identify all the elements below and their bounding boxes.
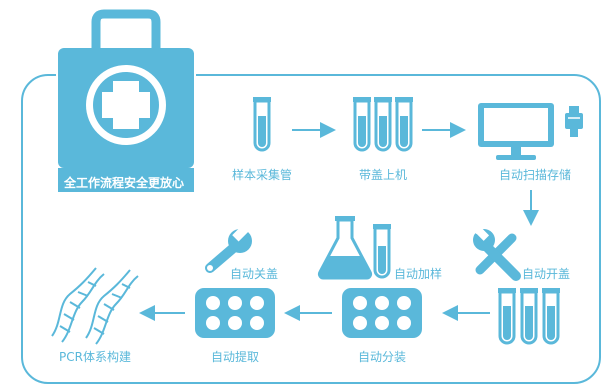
dna-helix-icon — [51, 267, 139, 345]
step-label-auto-extraction: 自动提取 — [210, 350, 260, 364]
well-plate-icon — [342, 288, 422, 338]
step-label-auto-uncap: 自动开盖 — [522, 267, 571, 281]
well-plate-icon — [195, 288, 275, 338]
wrench-screwdriver-icon — [473, 226, 521, 281]
wrench-icon — [205, 225, 252, 273]
step-label-auto-scan-store: 自动扫描存储 — [498, 168, 572, 182]
flask-tube-icon — [317, 216, 391, 280]
three-test-tubes-icon — [353, 97, 413, 152]
monitor-scanner-icon — [478, 103, 583, 160]
test-tube-icon — [253, 97, 271, 152]
frame-border — [21, 74, 601, 384]
step-label-auto-capping: 自动关盖 — [230, 267, 279, 281]
first-aid-kit-icon — [56, 9, 196, 192]
three-test-tubes-icon — [498, 288, 560, 345]
step-label-auto-dispensing: 自动分装 — [357, 350, 407, 364]
badge-title: 全工作流程安全更放心 — [64, 176, 185, 190]
step-label-capped-loading: 带盖上机 — [358, 168, 408, 182]
step-label-pcr-setup: PCR体系构建 — [59, 350, 131, 364]
step-label-auto-sampling: 自动加样 — [394, 267, 443, 281]
step-label-sample-collection: 样本采集管 — [231, 168, 293, 182]
